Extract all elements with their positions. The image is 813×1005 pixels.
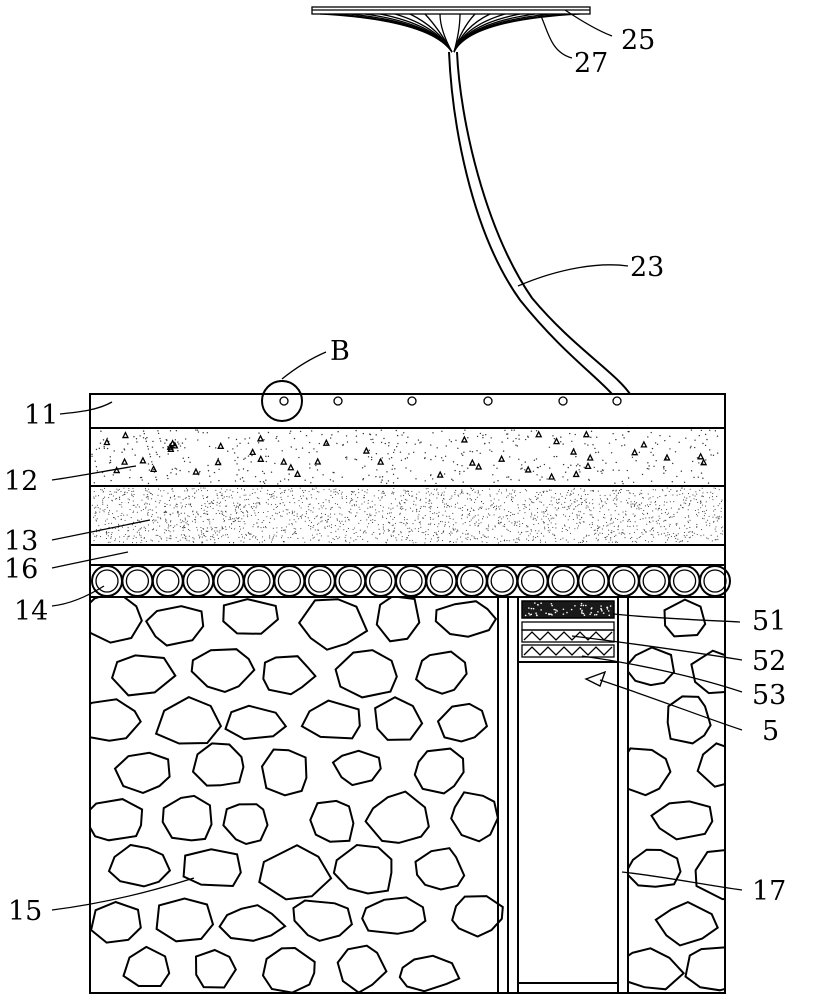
label-27: 27 [574,48,608,79]
label-53: 53 [752,680,786,711]
label-25: 25 [621,25,655,56]
layer-53 [521,644,615,658]
label-14: 14 [14,596,48,627]
layer-14-pipes [89,564,731,598]
label-12: 12 [4,466,38,497]
leader-lines [51,9,743,911]
callout-labels: 25 27 23 B 11 12 13 16 14 15 51 52 53 5 … [4,25,786,927]
drain-channel-17 [507,596,629,994]
label-13: 13 [4,526,38,557]
layer-16-hatched [89,544,726,566]
label-11: 11 [24,400,58,431]
label-16: 16 [4,554,38,585]
layer-12-gravel [89,427,726,487]
leaf-head [311,6,591,53]
detail-b-circle [261,380,303,422]
layer-52 [521,629,615,643]
label-51: 51 [752,606,786,637]
layer-15-rocks [89,596,726,994]
layer-11-top [89,380,726,429]
grass-plant [311,6,631,395]
label-15: 15 [8,896,42,927]
label-17: 17 [752,876,786,907]
layer-51 [521,600,615,619]
label-b: B [330,336,350,367]
label-5: 5 [762,716,779,747]
label-23: 23 [630,252,664,283]
layer-13-sand [89,485,726,546]
label-52: 52 [752,646,786,677]
